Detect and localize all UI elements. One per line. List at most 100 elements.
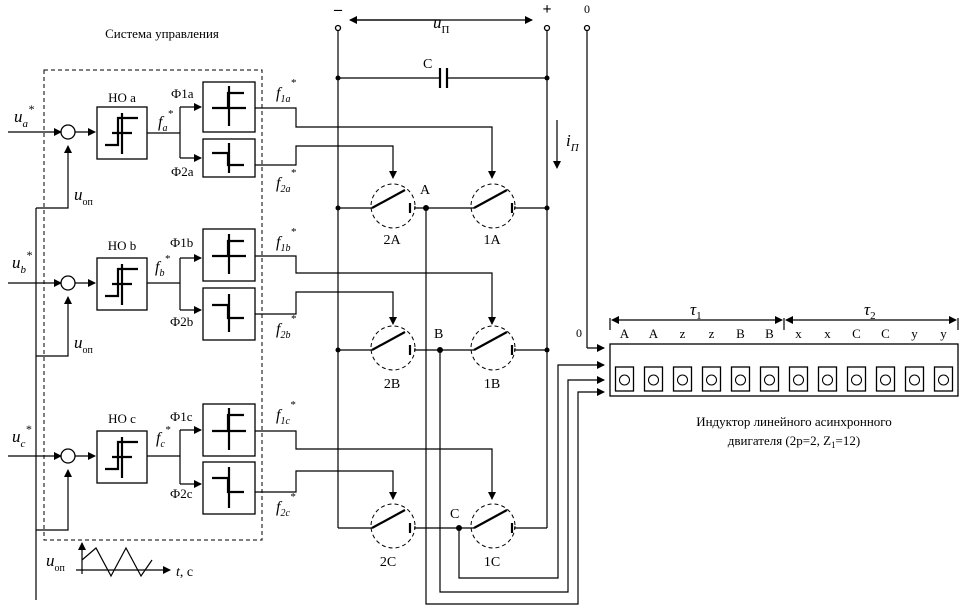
slot-label: C [852, 326, 861, 341]
ref-a-label: uоп [74, 185, 94, 208]
input-a-label: ua* [14, 102, 34, 130]
zero-terminal-label: 0 [584, 2, 590, 16]
conductor [937, 374, 950, 386]
summator-c [60, 448, 76, 464]
no-a-symbol [105, 113, 138, 154]
slot-label: A [649, 326, 659, 341]
no-b-symbol [105, 264, 138, 305]
junction [544, 347, 550, 353]
no-c-label: НО c [108, 411, 136, 426]
ctrl-2c [255, 470, 397, 500]
inductor-core [609, 343, 959, 397]
summator-b [60, 275, 76, 291]
switch-1c-label: 1C [484, 555, 500, 570]
ctrl-2b [255, 291, 397, 325]
slot-label: B [765, 326, 774, 341]
minus-terminal [334, 24, 342, 32]
f-a-label: fa* [158, 108, 173, 134]
ref-c-line [36, 469, 72, 531]
plus-terminal-label: + [542, 1, 551, 18]
f2a-out-label: f2a* [276, 167, 296, 195]
switch-1a-label: 1A [483, 233, 501, 248]
conductor [734, 374, 747, 386]
conductor [879, 374, 892, 386]
switch-blade [371, 189, 406, 209]
f-b-label: fb* [155, 253, 170, 279]
conductor [705, 374, 718, 386]
f2a-label: Ф2a [171, 164, 194, 179]
f2b-out-label: f2b* [276, 313, 296, 341]
conductor [763, 374, 776, 386]
ctrl-1c [255, 430, 496, 500]
junction [335, 205, 341, 211]
switch-1b-label: 1B [484, 377, 500, 392]
phase-c-channel: uc* НО c fc* Ф1c Ф2c f1c* f2c* [8, 399, 496, 531]
control-system-frame [43, 69, 263, 541]
inductor-zero-label: 0 [576, 326, 582, 340]
slot-label: y [911, 326, 918, 341]
current-label: iП [566, 131, 580, 154]
slot-label: x [824, 326, 831, 341]
summator-a [60, 124, 76, 140]
node-b-label: B [434, 327, 443, 342]
reference-generator: uоп t, с [46, 542, 193, 580]
conductor [676, 374, 689, 386]
f1a-out-label: f1a* [276, 77, 296, 105]
phase-a-channel: ua* uоп НО a fa* Ф1a Ф2a f1a* f2a* [8, 77, 496, 209]
f1c-symbol [212, 408, 246, 450]
ref-gen-axis-label: t, с [176, 565, 193, 580]
switch-blade [473, 331, 508, 351]
ref-gen-label: uоп [46, 551, 66, 574]
conductor [618, 374, 631, 386]
switch-2c-label: 2C [380, 555, 396, 570]
switch-blade [371, 331, 406, 351]
f1b-label: Ф1b [170, 235, 193, 250]
ref-b-line [36, 296, 72, 357]
f1a-symbol [212, 86, 246, 126]
slot-label: B [736, 326, 745, 341]
plus-terminal [543, 24, 551, 32]
slot-label: x [795, 326, 802, 341]
ctrl-2a [255, 145, 397, 179]
no-a-label: НО a [108, 90, 136, 105]
junction [544, 205, 550, 211]
switch-blade [371, 509, 406, 529]
inductor-caption-line2: двигателя (2p=2, Z1=12) [728, 433, 860, 450]
f2c-symbol [212, 467, 244, 508]
conductor [792, 374, 805, 386]
slot-label: A [620, 326, 630, 341]
switch-blade [473, 509, 508, 529]
control-system-title: Система управления [105, 26, 219, 41]
f2c-out-label: f2c* [276, 491, 296, 519]
junction [335, 347, 341, 353]
slot-label: C [881, 326, 890, 341]
node-c-label: C [450, 507, 459, 522]
switch-blade [473, 189, 508, 209]
switch-2a [370, 183, 416, 229]
capacitor-label: C [423, 57, 432, 72]
conductor [908, 374, 921, 386]
ctrl-1a [255, 107, 496, 179]
conductor [821, 374, 834, 386]
switch-2a-label: 2A [383, 233, 401, 248]
ref-a-line [36, 145, 72, 209]
no-b-label: НО b [108, 238, 137, 253]
phase-a-wire [425, 208, 605, 605]
f2b-label: Ф2b [170, 314, 193, 329]
phase-c-wire [458, 361, 605, 579]
inductor-slots [614, 366, 954, 392]
conductor [647, 374, 660, 386]
input-c-label: uc* [12, 422, 31, 450]
inductor-caption-line1: Индуктор линейного асинхронного [696, 414, 892, 429]
switch-row-a: 2A 1A A [335, 183, 550, 248]
ref-b-label: uоп [74, 333, 94, 356]
phase-b-channel: ub* uоп НО b fb* Ф1b Ф2b f1b* f2b* [8, 226, 496, 357]
slot-label: y [940, 326, 947, 341]
switch-1b [470, 325, 516, 371]
f1b-symbol [212, 234, 246, 274]
f1b-out-label: f1b* [276, 226, 296, 254]
supply-voltage-label: uП [433, 13, 450, 36]
junction [544, 75, 550, 81]
